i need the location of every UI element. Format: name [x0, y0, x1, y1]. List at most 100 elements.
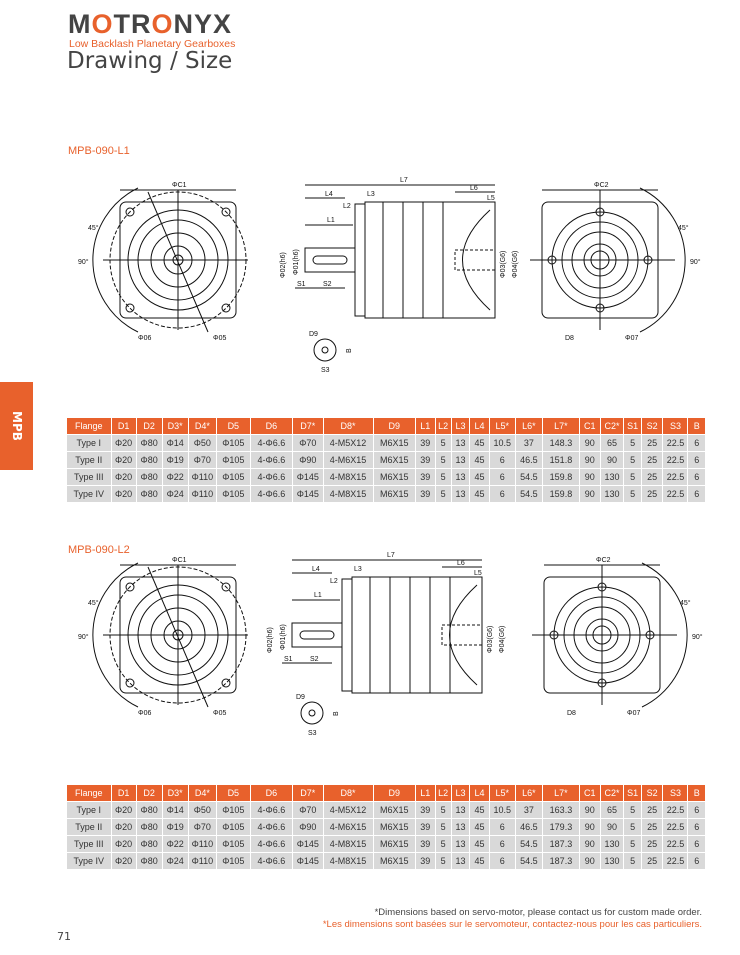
table-cell: Φ105 [216, 452, 250, 468]
column-header: D9 [373, 785, 415, 801]
table-cell: M6X15 [373, 853, 415, 869]
table-cell: 25 [641, 469, 663, 485]
table-cell: Φ90 [293, 452, 323, 468]
table-cell: 10.5 [489, 802, 515, 818]
table-cell: 6 [688, 802, 705, 818]
table-cell: 90 [579, 836, 600, 852]
table-cell: 4-M6X15 [323, 452, 373, 468]
table-cell: Φ19 [162, 452, 188, 468]
column-header: L2 [435, 785, 451, 801]
column-header: D1 [111, 418, 136, 434]
table-cell: 90 [579, 486, 600, 502]
table-cell: 65 [600, 802, 624, 818]
center-hole [308, 709, 316, 717]
column-header: L5* [489, 785, 515, 801]
table-cell: Φ105 [216, 819, 250, 835]
dimension-label-l1: L1 [327, 217, 335, 224]
table-cell: 39 [415, 435, 435, 451]
column-header: D4* [188, 785, 216, 801]
angle-arc [639, 187, 686, 333]
table-cell: 54.5 [515, 486, 542, 502]
dimension-label-s2: S2 [310, 656, 319, 663]
table-cell: 6 [688, 836, 705, 852]
table-cell: Type III [67, 836, 111, 852]
table-cell: 22.5 [663, 836, 688, 852]
table-cell: 13 [451, 819, 470, 835]
table-cell: 37 [515, 435, 542, 451]
column-header: Flange [67, 418, 111, 434]
column-header: L7* [542, 785, 579, 801]
bolt-hole [221, 207, 231, 217]
table-cell: 130 [600, 469, 624, 485]
table-cell: 54.5 [515, 836, 542, 852]
table-cell: 5 [624, 802, 641, 818]
table-cell: Φ70 [188, 452, 216, 468]
bolt-hole [221, 678, 231, 688]
table-cell: 39 [415, 469, 435, 485]
table-cell: Type IV [67, 486, 111, 502]
bolt-hole [125, 582, 135, 592]
dimension-label-l5: L5 [474, 570, 482, 577]
table-cell: 37 [515, 802, 542, 818]
dimension-label-d9: D9 [296, 694, 305, 701]
table-cell: Φ80 [136, 802, 162, 818]
table-cell: 4-M6X15 [323, 819, 373, 835]
table-cell: Φ80 [136, 452, 162, 468]
table-cell: 5 [435, 469, 451, 485]
column-header: C2* [600, 418, 624, 434]
table-cell: 90 [600, 819, 624, 835]
column-header: Flange [67, 785, 111, 801]
table-cell: 187.3 [542, 836, 579, 852]
dimension-label-b: B [333, 711, 340, 716]
column-header: L2 [435, 418, 451, 434]
table-cell: 54.5 [515, 853, 542, 869]
housing [351, 576, 483, 694]
table-cell: 45 [470, 435, 489, 451]
table-cell: Φ80 [136, 435, 162, 451]
table-cell: 6 [688, 853, 705, 869]
table-cell: Type II [67, 452, 111, 468]
table-cell: Φ145 [293, 836, 323, 852]
table-cell: Φ20 [111, 469, 136, 485]
table-cell: 39 [415, 452, 435, 468]
table-cell: 45 [470, 836, 489, 852]
page-title: Drawing / Size [67, 48, 233, 74]
column-header: L6* [515, 785, 542, 801]
table-cell: Φ105 [216, 853, 250, 869]
table-cell: M6X15 [373, 802, 415, 818]
column-header: B [688, 418, 705, 434]
column-header: D5 [216, 418, 250, 434]
model-title-1: MPB-090-L1 [68, 145, 130, 157]
table-cell: 5 [624, 486, 641, 502]
dimension-label-l6: L6 [457, 560, 465, 567]
bolt-hole [221, 303, 231, 313]
table-cell: 25 [641, 819, 663, 835]
dimension-label-l6: L6 [470, 185, 478, 192]
dimension-label-a45: 45° [678, 224, 689, 232]
dimension-label-d4: Φ04(G6) [512, 251, 519, 278]
table-cell: 13 [451, 452, 470, 468]
dimension-label-d5: Φ05 [213, 710, 226, 717]
table-cell: 10.5 [489, 435, 515, 451]
table-cell: Φ80 [136, 486, 162, 502]
dimension-label-l2: L2 [343, 203, 351, 210]
table-cell: 39 [415, 802, 435, 818]
table-cell: 5 [435, 802, 451, 818]
column-header: L4 [470, 785, 489, 801]
table-cell: 6 [688, 452, 705, 468]
motor-adapter-curve [449, 584, 478, 686]
table-cell: 46.5 [515, 452, 542, 468]
table-cell: 90 [579, 435, 600, 451]
table-cell: 4-M8X15 [323, 486, 373, 502]
column-header: L1 [415, 785, 435, 801]
table-cell: 13 [451, 486, 470, 502]
table-cell: 6 [489, 452, 515, 468]
column-header: D6 [250, 785, 293, 801]
table-cell: Φ80 [136, 836, 162, 852]
dimension-label-s3: S3 [308, 730, 317, 737]
table-cell: 25 [641, 486, 663, 502]
table-cell: 39 [415, 836, 435, 852]
